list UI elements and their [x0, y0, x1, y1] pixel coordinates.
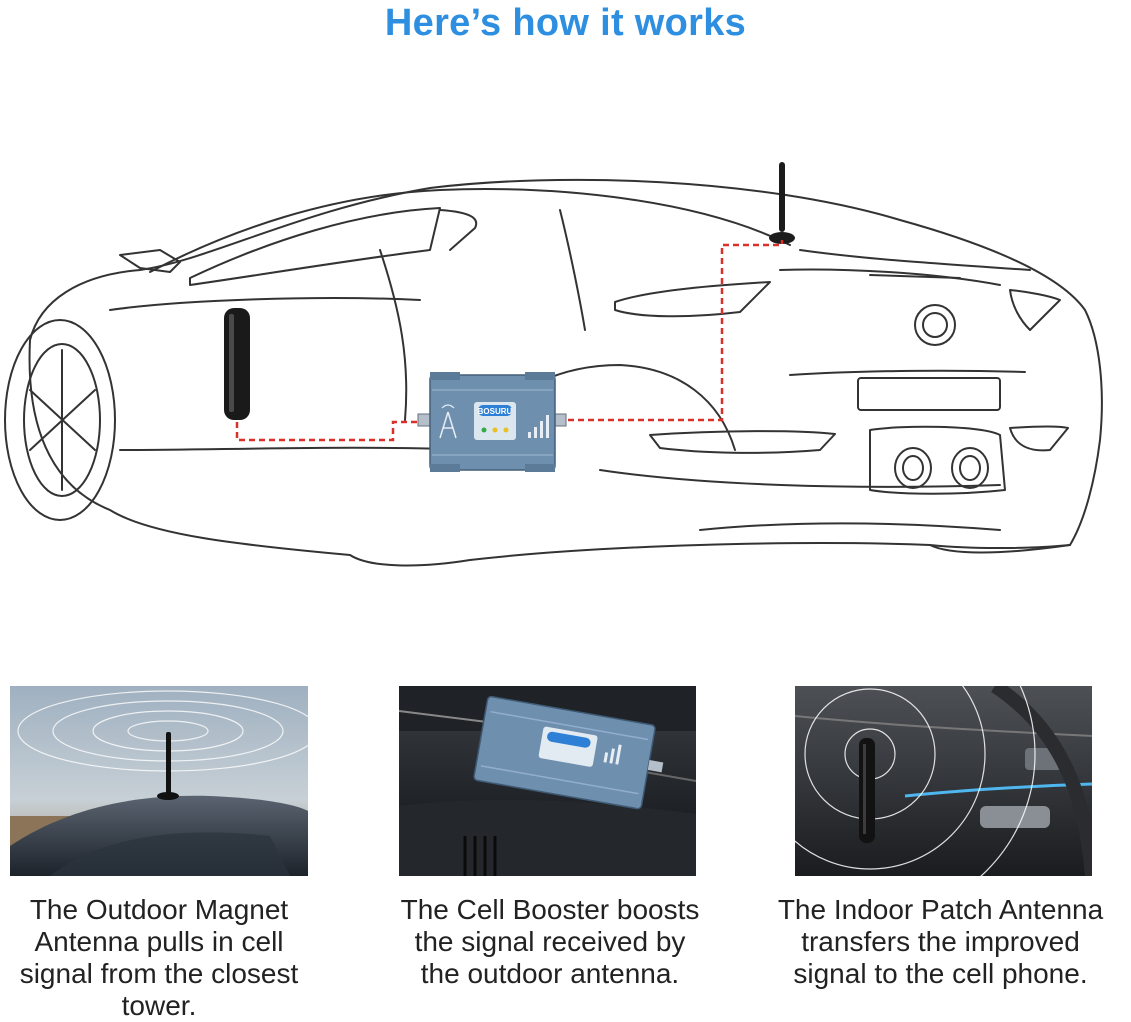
- booster-photo: [399, 686, 696, 876]
- caption-line: signal to the cell phone.: [793, 958, 1088, 989]
- caption-line: The Cell Booster boosts: [400, 894, 700, 925]
- step-3-caption: The Indoor Patch Antenna transfers the i…: [750, 894, 1131, 990]
- booster-brand-label: BOSURU: [478, 407, 513, 416]
- page-title: Here’s how it works: [384, 2, 747, 44]
- caption-line: the outdoor antenna.: [420, 958, 680, 989]
- caption-line: The Indoor Patch Antenna: [777, 894, 1104, 925]
- caption-line: tower.: [121, 990, 197, 1021]
- caption-line: The Outdoor Magnet: [29, 894, 289, 925]
- indoor-antenna-icon: [224, 308, 250, 420]
- indoor-antenna-photo: [795, 686, 1092, 876]
- outdoor-antenna-icon: [769, 162, 795, 244]
- caption-line: the signal received by: [414, 926, 686, 957]
- caption-line: signal from the closest: [19, 958, 299, 989]
- car-diagram: BOSURU: [0, 150, 1131, 590]
- cell-booster-icon: BOSURU: [417, 372, 567, 472]
- cable-lines: [235, 240, 784, 442]
- car-outline-illustration: BOSURU: [4, 162, 1103, 567]
- caption-line: Antenna pulls in cell: [34, 926, 284, 957]
- outdoor-antenna-photo: [10, 686, 308, 876]
- step-1-caption: The Outdoor Magnet Antenna pulls in cell…: [0, 894, 318, 1022]
- step-2-caption: The Cell Booster boosts the signal recei…: [365, 894, 735, 990]
- caption-line: transfers the improved: [801, 926, 1080, 957]
